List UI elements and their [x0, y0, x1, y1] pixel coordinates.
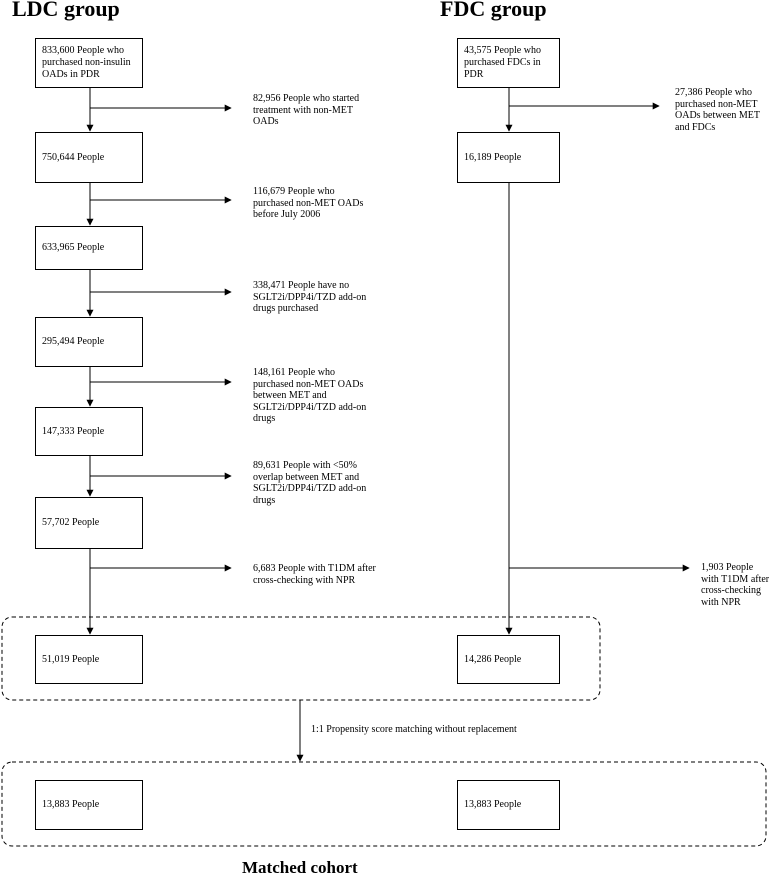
ldc-remaining-box-6: 51,019 People [35, 635, 143, 684]
ldc-exclusion-note-3: 338,471 People have no SGLT2i/DPP4i/TZD … [253, 280, 367, 314]
ldc-matched-box: 13,883 People [35, 780, 143, 830]
fdc-start-box: 43,575 People who purchased FDCs in PDR [457, 38, 560, 88]
ldc-remaining-box-1: 750,644 People [35, 132, 143, 183]
ldc-remaining-box-4: 147,333 People [35, 407, 143, 456]
ldc-exclusion-note-1: 82,956 People who started treatment with… [253, 93, 360, 127]
matched-group-frame [1, 761, 767, 847]
unmatched-group-frame [1, 616, 601, 701]
fdc-group-heading: FDC group [440, 0, 547, 21]
ldc-remaining-box-5: 57,702 People [35, 497, 143, 549]
ldc-exclusion-note-5: 89,631 People with <50% overlap between … [253, 460, 367, 506]
ldc-remaining-box-3: 295,494 People [35, 317, 143, 367]
fdc-matched-box: 13,883 People [457, 780, 560, 830]
ldc-exclusion-note-4: 148,161 People who purchased non-MET OAD… [253, 367, 367, 424]
matched-cohort-heading: Matched cohort [242, 858, 358, 877]
fdc-exclusion-note-1: 27,386 People who purchased non-MET OADs… [675, 87, 760, 133]
fdc-exclusion-note-2: 1,903 People with T1DM after cross-check… [701, 562, 770, 608]
matching-note: 1:1 Propensity score matching without re… [311, 724, 517, 735]
fdc-remaining-box-2: 14,286 People [457, 635, 560, 684]
ldc-start-box: 833,600 People who purchased non-insulin… [35, 38, 143, 88]
fdc-remaining-box-1: 16,189 People [457, 132, 560, 183]
ldc-group-heading: LDC group [12, 0, 120, 21]
ldc-remaining-box-2: 633,965 People [35, 226, 143, 270]
ldc-exclusion-note-6: 6,683 People with T1DM after cross-check… [253, 563, 376, 586]
ldc-exclusion-note-2: 116,679 People who purchased non-MET OAD… [253, 186, 364, 220]
